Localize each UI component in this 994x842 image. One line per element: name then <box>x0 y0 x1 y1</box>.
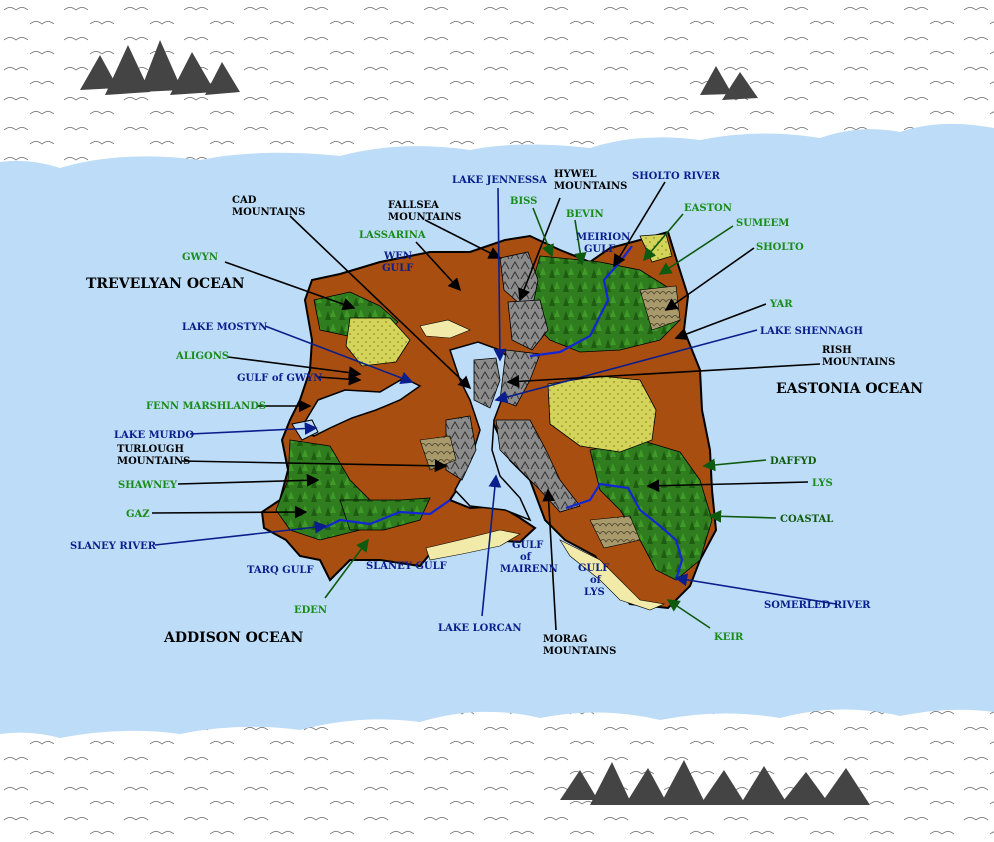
somerled-river-label: SOMERLED RIVER <box>764 600 871 611</box>
gulf-of-lys-label-2: of <box>590 575 602 586</box>
bevin-label: BEVIN <box>566 209 604 220</box>
hills-3 <box>589 515 641 549</box>
meirion-gulf-label-2: GULF <box>584 244 615 255</box>
aligons-label: ALIGONS <box>175 351 229 362</box>
feature-labels: CAD MOUNTAINS FALLSEA MOUNTAINS LAKE JEN… <box>70 169 895 657</box>
keir-label: KEIR <box>714 632 744 643</box>
beach-southeast <box>559 539 666 611</box>
southern-mountains <box>560 760 870 805</box>
northern-ice <box>0 0 994 168</box>
coastal-label: COASTAL <box>780 514 833 525</box>
northern-mountains <box>80 40 758 100</box>
lake-shennagh-label: LAKE SHENNAGH <box>760 326 863 337</box>
lake-mostyn-label: LAKE MOSTYN <box>182 322 267 333</box>
hills-2 <box>639 285 681 331</box>
gaz-label: GAZ <box>126 509 150 520</box>
continent <box>260 230 718 611</box>
gulf-of-lys-label-3: LYS <box>584 587 605 598</box>
easton-label: EASTON <box>684 203 732 214</box>
gulf-of-mairenn-label: GULF <box>512 540 543 551</box>
fallsea-mountains-label: FALLSEA <box>388 200 439 211</box>
gulf-of-mairenn-label-3: MAIRENN <box>500 564 558 575</box>
biss-label: BISS <box>510 196 537 207</box>
shawney-label: SHAWNEY <box>118 480 178 491</box>
cad-mountains-label-2: MOUNTAINS <box>232 207 305 218</box>
lys-label: LYS <box>812 478 833 489</box>
rish-mountains-label: RISH <box>822 345 852 356</box>
fenn-marshlands-label: FENN MARSHLANDS <box>146 401 266 412</box>
slaney-gulf-label: SLANEY GULF <box>366 561 447 572</box>
eastonia-ocean-label: EASTONIA OCEAN <box>776 381 923 397</box>
turlough-mountains-label: TURLOUGH <box>117 444 184 455</box>
rish-mountains-label-2: MOUNTAINS <box>822 357 895 368</box>
lassarina-label: LASSARINA <box>359 230 426 241</box>
addison-ocean-label: ADDISON OCEAN <box>163 630 304 646</box>
lake-murdo-label: LAKE MURDO <box>114 430 194 441</box>
cad-mountains-label: CAD <box>232 195 257 206</box>
sholto-river-label: SHOLTO RIVER <box>632 171 721 182</box>
pointer-lines <box>151 181 837 631</box>
plains-east <box>547 375 657 453</box>
eden-label: EDEN <box>294 605 327 616</box>
beach-north <box>419 319 471 339</box>
gulf-of-lys-label: GULF <box>578 563 609 574</box>
trevelyan-ocean-label: TREVELYAN OCEAN <box>86 276 245 292</box>
morag-mountains-label: MORAG <box>543 634 587 645</box>
beach-south <box>425 529 521 561</box>
wen-gulf-label: WEN <box>383 251 412 262</box>
gulf-of-gwyn-label: GULF of GWYN <box>237 373 322 384</box>
hywel-mountains-label: HYWEL <box>554 169 596 180</box>
sholto-label: SHOLTO <box>756 242 804 253</box>
hywel-mountains-label-2: MOUNTAINS <box>554 181 627 192</box>
lake-lorcan-label: LAKE LORCAN <box>438 623 522 634</box>
turlough-mountains-label-2: MOUNTAINS <box>117 456 190 467</box>
slaney-river-label: SLANEY RIVER <box>70 541 157 552</box>
lake-jennessa-label: LAKE JENNESSA <box>452 175 547 186</box>
wen-mountains-terrain <box>507 299 549 351</box>
gulf-of-mairenn-label-2: of <box>520 552 532 563</box>
daffyd-label: DAFFYD <box>770 456 817 467</box>
slaney-river-line <box>323 499 451 529</box>
fallsea-mountains-label-2: MOUNTAINS <box>388 212 461 223</box>
forest-east <box>589 439 713 581</box>
tarq-gulf-label: TARQ GULF <box>247 565 314 576</box>
gwyn-label: GWYN <box>182 252 218 263</box>
yar-label: YAR <box>769 299 793 310</box>
sumeem-label: SUMEEM <box>736 218 789 229</box>
plains-west <box>345 317 411 367</box>
somerled-river-line <box>565 482 684 581</box>
wen-gulf-label-2: GULF <box>382 263 413 274</box>
southern-ice <box>0 709 994 842</box>
morag-mountains-terrain <box>495 419 581 513</box>
morag-mountains-label-2: MOUNTAINS <box>543 646 616 657</box>
meirion-gulf-label: MEIRION <box>576 232 630 243</box>
